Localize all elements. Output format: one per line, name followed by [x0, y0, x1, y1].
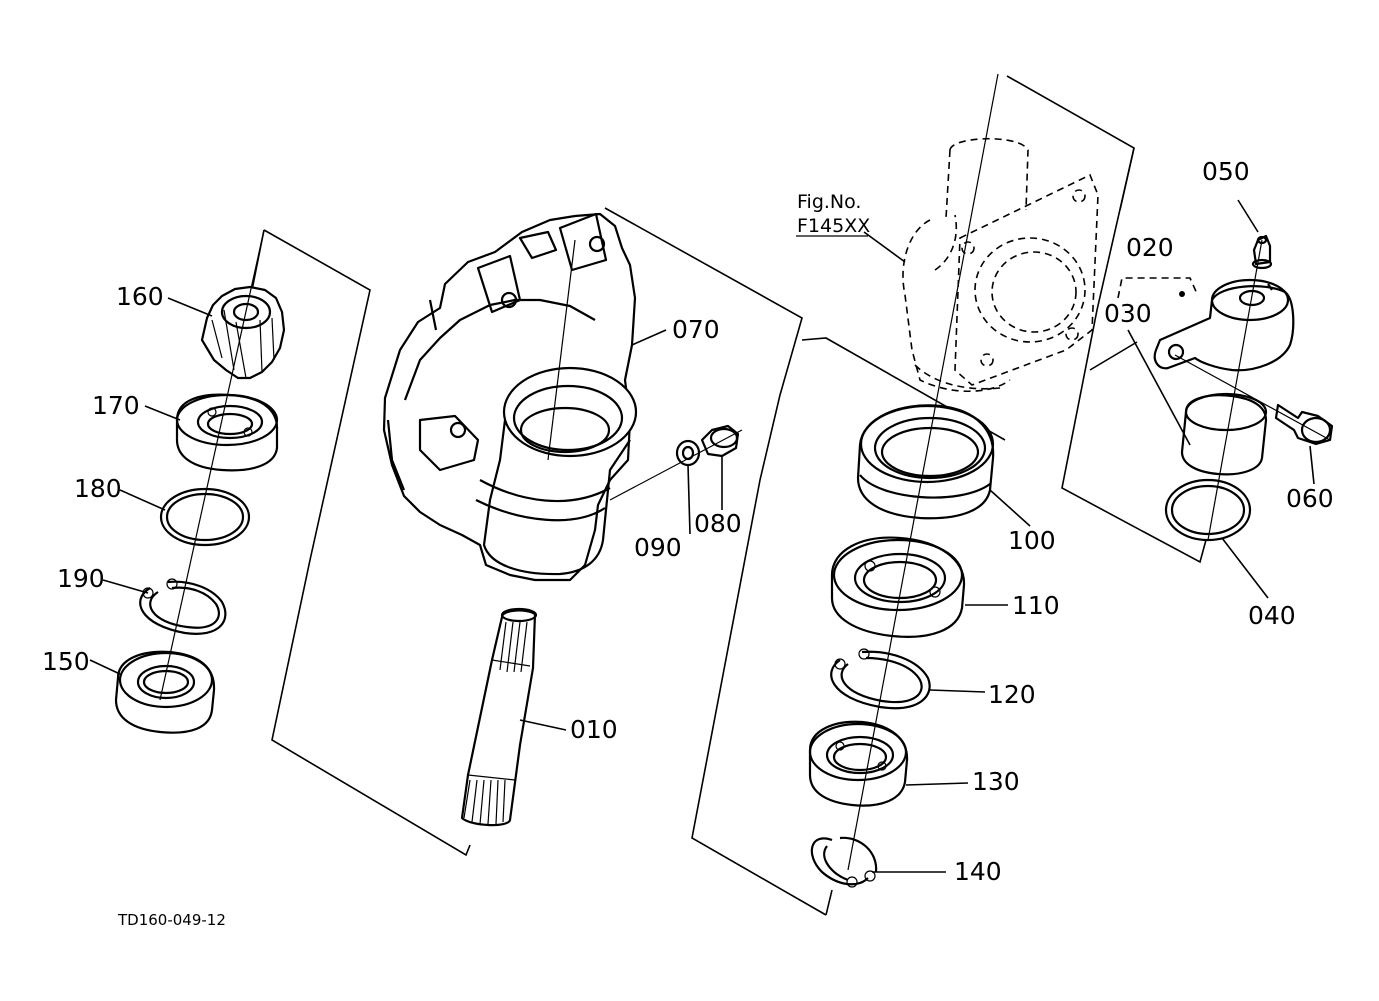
ring-040 [1164, 478, 1252, 542]
gear-housing-070 [382, 212, 638, 582]
figure-ref-line1: Fig.No. [797, 191, 861, 213]
grease-fitting-050 [1251, 234, 1273, 270]
label-040: 040 [1248, 601, 1296, 630]
snap-ring-190 [139, 578, 227, 635]
cap-housing-030 [1153, 278, 1295, 372]
label-190: 190 [57, 564, 105, 593]
pinion-gear-160 [200, 285, 286, 380]
label-010: 010 [570, 715, 618, 744]
label-090: 090 [634, 533, 682, 562]
label-030: 030 [1104, 299, 1152, 328]
label-130: 130 [972, 767, 1020, 796]
label-140: 140 [954, 857, 1002, 886]
collar-100 [856, 404, 995, 520]
oil-seal-150 [114, 650, 216, 734]
left-stack-axis [159, 229, 265, 701]
label-170: 170 [92, 391, 140, 420]
label-150: 150 [42, 647, 90, 676]
assembly-outline-right [1006, 75, 1207, 564]
bushing [1180, 392, 1268, 476]
label-020: 020 [1126, 233, 1174, 262]
label-120: 120 [988, 680, 1036, 709]
label-160: 160 [116, 282, 164, 311]
label-050: 050 [1202, 157, 1250, 186]
label-110: 110 [1012, 591, 1060, 620]
right-stack-axis [847, 73, 999, 871]
drawing-code: TD160-049-12 [117, 911, 226, 929]
plug-axis [609, 429, 743, 501]
washer-090 [675, 439, 701, 467]
label-080: 080 [694, 509, 742, 538]
spline-shaft-010 [460, 607, 538, 827]
label-070: 070 [672, 315, 720, 344]
label-060: 060 [1286, 484, 1334, 513]
label-100: 100 [1008, 526, 1056, 555]
part-labels: 160 170 180 190 150 070 090 080 010 100 … [42, 157, 1334, 929]
label-180: 180 [74, 474, 122, 503]
leader-lines [89, 199, 1315, 873]
reference-housing-f145xx [902, 137, 1099, 393]
cap-020-group-bracket [1117, 277, 1199, 299]
bolt-060 [1274, 403, 1334, 446]
ball-bearing-110 [830, 536, 966, 638]
far-right-axis [1207, 239, 1263, 541]
figure-ref-line2: F145XX [797, 215, 870, 237]
snap-ring-120 [830, 648, 931, 710]
snap-ring-140 [810, 836, 878, 888]
ball-bearing-170 [175, 393, 279, 472]
ball-bearing-130 [808, 720, 909, 807]
